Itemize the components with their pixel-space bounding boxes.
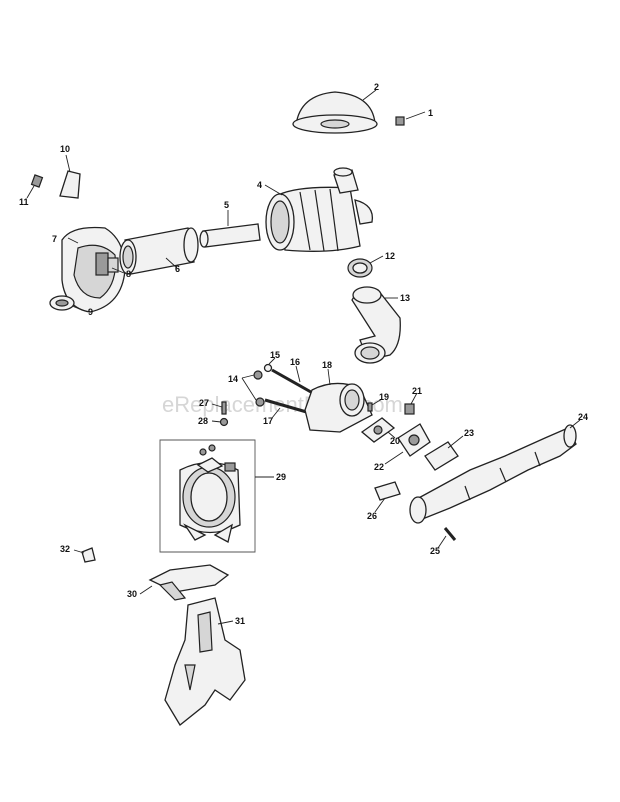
- part-14-nut[interactable]: [253, 370, 265, 407]
- part-9-seal[interactable]: [49, 295, 75, 311]
- part-20-gasket[interactable]: [360, 417, 396, 443]
- label-8[interactable]: 8: [126, 269, 131, 279]
- label-7[interactable]: 7: [52, 234, 57, 244]
- part-13-elbow-hose[interactable]: [351, 286, 401, 364]
- label-28[interactable]: 28: [198, 416, 208, 426]
- part-27-bolt[interactable]: [221, 401, 227, 415]
- label-21[interactable]: 21: [412, 386, 422, 396]
- part-23-gasket[interactable]: [424, 441, 459, 471]
- label-25[interactable]: 25: [430, 546, 440, 556]
- label-5[interactable]: 5: [224, 200, 229, 210]
- part-1-nut[interactable]: [395, 116, 405, 126]
- label-9[interactable]: 9: [88, 307, 93, 317]
- label-4[interactable]: 4: [257, 180, 262, 190]
- part-10-clip[interactable]: [59, 170, 81, 199]
- part-29-shield-assembly[interactable]: [159, 439, 256, 553]
- part-17-stud[interactable]: [264, 398, 311, 415]
- label-32[interactable]: 32: [60, 544, 70, 554]
- part-25-screw[interactable]: [443, 527, 457, 541]
- label-15[interactable]: 15: [270, 350, 280, 360]
- part-26-bracket[interactable]: [374, 481, 401, 501]
- part-5-inner-filter[interactable]: [199, 223, 261, 248]
- label-1[interactable]: 1: [428, 108, 433, 118]
- label-12[interactable]: 12: [385, 251, 395, 261]
- label-30[interactable]: 30: [127, 589, 137, 599]
- part-21-fitting[interactable]: [404, 403, 415, 415]
- part-16-stud[interactable]: [271, 368, 319, 398]
- part-28-nut[interactable]: [219, 417, 229, 427]
- part-4-housing[interactable]: [265, 167, 374, 252]
- label-19[interactable]: 19: [379, 392, 389, 402]
- label-29[interactable]: 29: [276, 472, 286, 482]
- label-26[interactable]: 26: [367, 511, 377, 521]
- part-6-filter[interactable]: [119, 227, 199, 275]
- label-22[interactable]: 22: [374, 462, 384, 472]
- part-2-cover[interactable]: [292, 91, 378, 134]
- label-6[interactable]: 6: [175, 264, 180, 274]
- part-12-clamp[interactable]: [347, 258, 373, 278]
- label-31[interactable]: 31: [235, 616, 245, 626]
- label-14[interactable]: 14: [228, 374, 238, 384]
- label-23[interactable]: 23: [464, 428, 474, 438]
- part-labels: 1 2 4 5 6 7 8 9 10 11 12 13 14 15 16 17 …: [19, 82, 588, 626]
- label-24[interactable]: 24: [578, 412, 588, 422]
- label-20[interactable]: 20: [390, 436, 400, 446]
- label-13[interactable]: 13: [400, 293, 410, 303]
- label-2[interactable]: 2: [374, 82, 379, 92]
- part-30-bracket[interactable]: [148, 564, 230, 601]
- label-16[interactable]: 16: [290, 357, 300, 367]
- label-10[interactable]: 10: [60, 144, 70, 154]
- part-32-clip[interactable]: [81, 547, 96, 563]
- part-22-flange[interactable]: [397, 423, 431, 457]
- label-18[interactable]: 18: [322, 360, 332, 370]
- part-18-body[interactable]: [304, 382, 373, 433]
- part-31-bracket[interactable]: [164, 597, 246, 726]
- part-11-bolt[interactable]: [30, 174, 44, 188]
- part-24-manifold[interactable]: [409, 424, 577, 524]
- part-15-washer[interactable]: [263, 363, 273, 373]
- leader-lines: [26, 89, 581, 625]
- label-11[interactable]: 11: [19, 197, 29, 207]
- part-7-base[interactable]: [61, 226, 126, 313]
- label-17[interactable]: 17: [263, 416, 273, 426]
- label-27[interactable]: 27: [199, 398, 209, 408]
- part-8-element[interactable]: [107, 257, 119, 273]
- part-19-bolt[interactable]: [367, 402, 373, 412]
